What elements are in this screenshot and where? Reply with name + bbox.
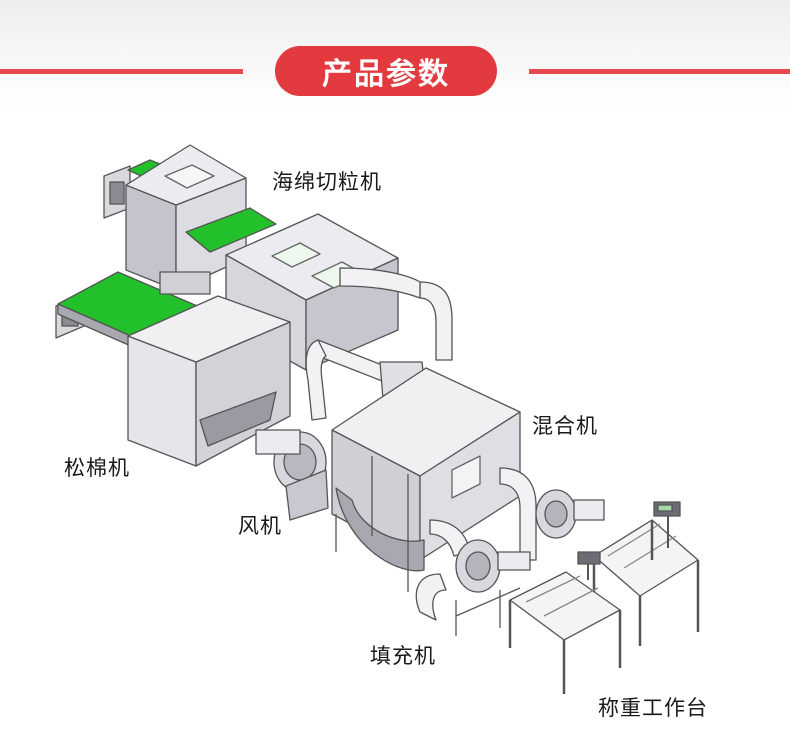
opener-machine — [55, 271, 291, 467]
label-filler: 填充机 — [370, 644, 436, 668]
filler-machines — [415, 467, 605, 636]
label-opener: 松棉机 — [64, 456, 130, 480]
label-weigh-station: 称重工作台 — [598, 696, 708, 720]
label-fan: 风机 — [238, 514, 282, 538]
fan-machine — [255, 429, 329, 521]
label-sponge-cutter: 海绵切粒机 — [272, 170, 382, 194]
weighing-tables — [508, 501, 700, 694]
header-rule-left — [0, 69, 243, 74]
page-title: 产品参数 — [275, 46, 497, 96]
header-rule-right — [529, 69, 790, 74]
label-mixer: 混合机 — [532, 414, 598, 438]
